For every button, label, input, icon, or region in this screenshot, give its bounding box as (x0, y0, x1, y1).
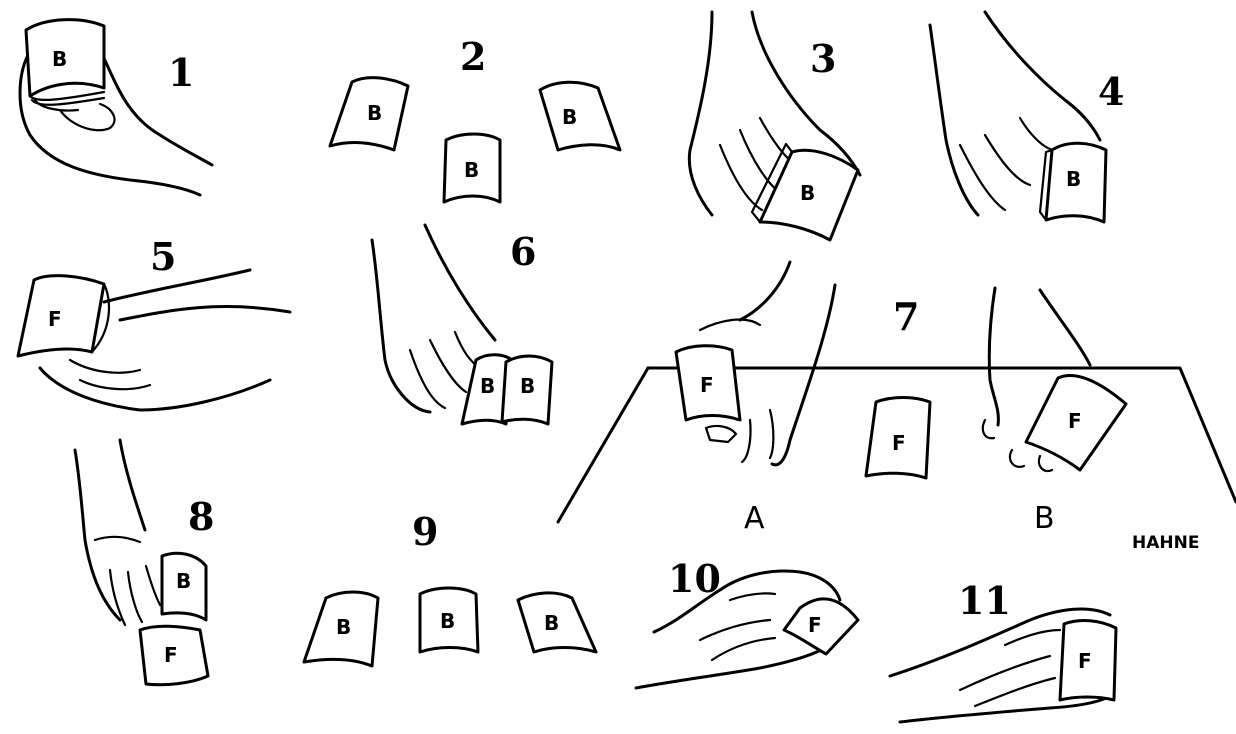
fig10-number: 10 (668, 556, 721, 601)
fig4-hand-right-edge (985, 12, 1100, 140)
fig5-palm-bottom (40, 368, 270, 410)
fig10-fingers (700, 593, 775, 660)
fig2-number: 2 (460, 34, 486, 79)
fig7-card-a-mark: F (700, 373, 714, 397)
fig1-packet-edges (30, 92, 104, 105)
fig9-card-right-mark: B (544, 611, 559, 635)
fig3-card-mark: B (800, 181, 815, 205)
fig8-arm-right (120, 440, 145, 530)
figure-5: F 5 (18, 234, 290, 410)
fig1-number: 1 (168, 50, 194, 95)
fig2-card-left-mark: B (367, 101, 382, 125)
fig7-hand-b-left (989, 288, 998, 425)
figure-4: B 4 (930, 12, 1124, 222)
fig7-hand-b-right (1040, 290, 1090, 365)
fig3-number: 3 (810, 36, 836, 81)
fig9-number: 9 (412, 509, 438, 554)
figure-7: F F F 7 A B (558, 262, 1236, 536)
fig11-fingers (960, 630, 1060, 706)
fig7-number: 7 (893, 294, 919, 339)
figure-10: F 10 (636, 556, 858, 688)
fig11-card-mark: F (1078, 649, 1092, 673)
figure-8: B F 8 (75, 440, 214, 685)
fig7-table-left-edge (558, 368, 648, 522)
fig8-card-face-mark: F (164, 643, 178, 667)
fig6-hand-right-edge (425, 225, 495, 340)
fig4-hand-left-edge (930, 25, 978, 215)
fig4-number: 4 (1098, 69, 1124, 114)
fig5-forearm (120, 307, 290, 320)
fig4-card-mark: B (1066, 167, 1081, 191)
figure-3: B 3 (689, 12, 860, 240)
fig11-number: 11 (958, 578, 1011, 623)
fig1-wrist-line (100, 50, 212, 165)
fig2-card-right-mark: B (562, 105, 577, 129)
fig5-card-mark: F (48, 307, 62, 331)
fig7-hand-a-arm (740, 262, 835, 465)
figure-6: B B 6 (372, 225, 552, 424)
fig6-number: 6 (510, 229, 536, 274)
fig9-card-left-mark: B (336, 615, 351, 639)
fig11-hand-bottom (900, 696, 1110, 722)
fig2-card-right (540, 82, 620, 150)
fig9-card-center-mark: B (440, 609, 455, 633)
table-label-a: A (744, 501, 765, 536)
artist-signature: HAHNE (1132, 533, 1199, 553)
fig6-hand-left-edge (372, 240, 430, 412)
fig6-card-left-mark: B (480, 374, 495, 398)
fig2-card-center-mark: B (464, 158, 479, 182)
fig7-card-b-mark: F (1068, 409, 1082, 433)
figure-11: F 11 (890, 578, 1116, 722)
fig8-wrist (95, 537, 140, 542)
fig1-thumb (60, 104, 115, 130)
fig10-hand-bottom (636, 645, 830, 688)
table-label-b: B (1034, 501, 1055, 536)
fig7-hand-a-fingertip (706, 426, 736, 442)
fig5-wrist-top (104, 270, 250, 302)
figure-2: B B B 2 (330, 34, 620, 202)
fig8-card-back-mark: B (176, 569, 191, 593)
fig10-card-mark: F (808, 613, 822, 637)
figure-9: B B B 9 (304, 509, 596, 666)
fig1-card-mark: B (52, 47, 67, 71)
fig5-number: 5 (150, 234, 176, 279)
figure-1: B 1 (20, 20, 212, 195)
fig6-card-right-mark: B (520, 374, 535, 398)
fig5-fingers (70, 360, 150, 389)
fig7-card-center-mark: F (892, 431, 906, 455)
fig8-number: 8 (188, 494, 214, 539)
fig3-hand-left-edge (689, 12, 712, 215)
